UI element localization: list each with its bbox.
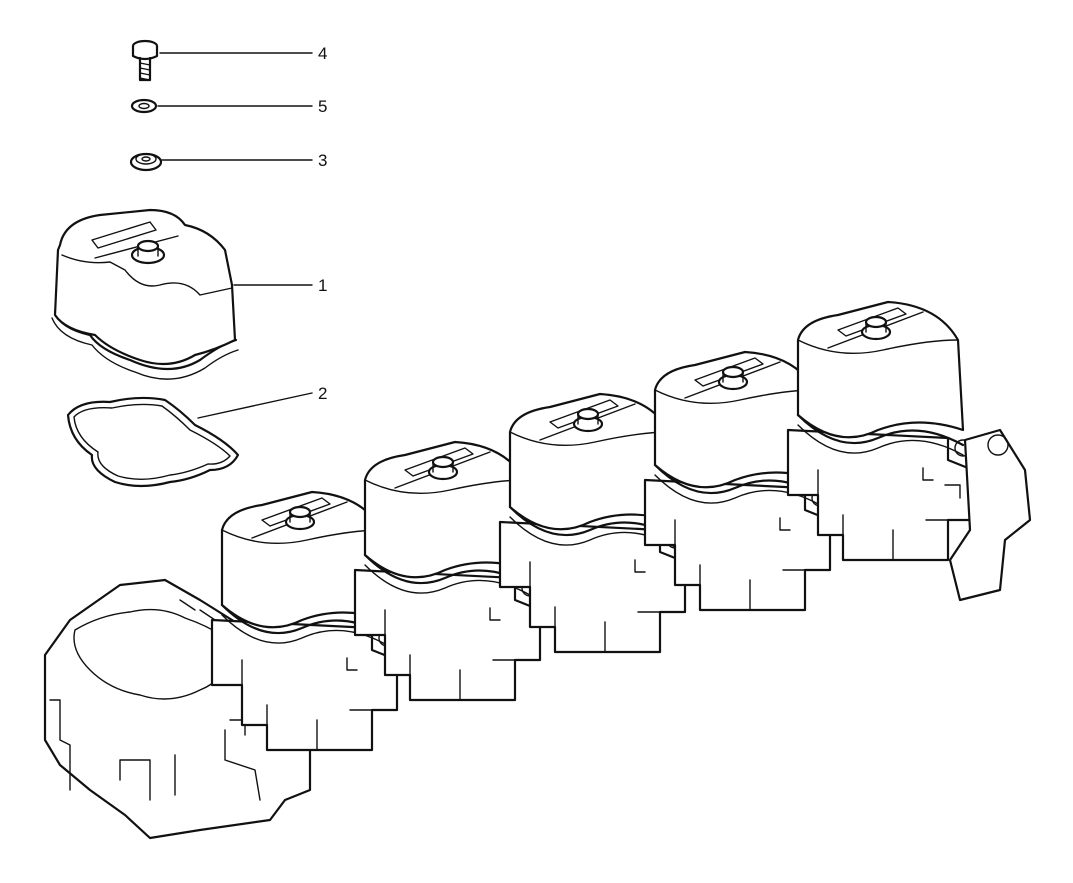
gasket-part xyxy=(66,396,240,488)
callout-5: 5 xyxy=(318,97,327,116)
callout-1: 1 xyxy=(318,276,327,295)
cylinder-head-assembly xyxy=(43,300,1032,840)
callout-3: 3 xyxy=(318,151,327,170)
leader-lines xyxy=(157,52,313,419)
bolt-part xyxy=(131,39,159,82)
callout-4: 4 xyxy=(318,44,327,63)
washer-part xyxy=(130,98,158,114)
seal-part xyxy=(129,152,163,172)
valve-cover-part xyxy=(51,208,239,380)
callout-2: 2 xyxy=(318,384,327,403)
